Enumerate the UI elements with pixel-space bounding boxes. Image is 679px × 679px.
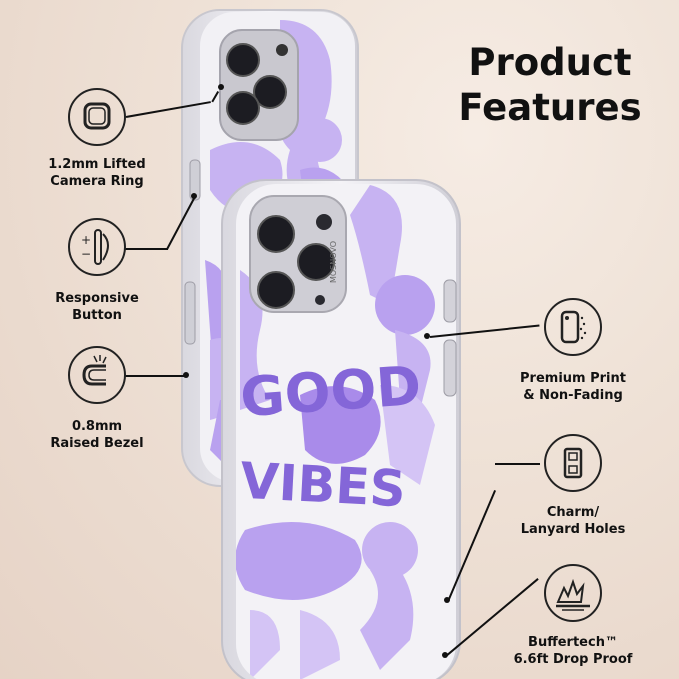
front-print-pattern — [236, 185, 435, 679]
title-line-2: Features — [458, 86, 642, 129]
connector-lanyard-b — [495, 463, 540, 465]
brand-text: MOSNOVO — [329, 241, 338, 283]
connector-button — [124, 248, 168, 250]
print-vibes-text: VIBES — [239, 452, 407, 519]
connector-bezel — [124, 375, 188, 377]
feature-label-premium-print: Premium Print& Non-Fading — [520, 371, 626, 403]
svg-text:+: + — [81, 233, 91, 247]
print-good-text: GOOD — [238, 354, 423, 429]
front-phone-case — [221, 179, 461, 679]
connector-dot — [424, 333, 430, 339]
connector-dot — [442, 652, 448, 658]
connector-dot — [191, 193, 197, 199]
impact-icon — [544, 564, 602, 622]
feature-label-lanyard-holes: Charm/Lanyard Holes — [520, 505, 626, 537]
title-line-1: Product — [468, 41, 632, 84]
connector-dot — [444, 597, 450, 603]
button-icon: +− — [68, 218, 126, 276]
page-title: Product Features — [440, 40, 660, 130]
connector-dot — [218, 84, 224, 90]
camera-ring-icon — [68, 88, 126, 146]
lanyard-holes-icon — [544, 434, 602, 492]
connector-dot — [183, 372, 189, 378]
svg-text:−: − — [81, 247, 91, 261]
bezel-icon — [68, 346, 126, 404]
print-icon — [544, 298, 602, 356]
